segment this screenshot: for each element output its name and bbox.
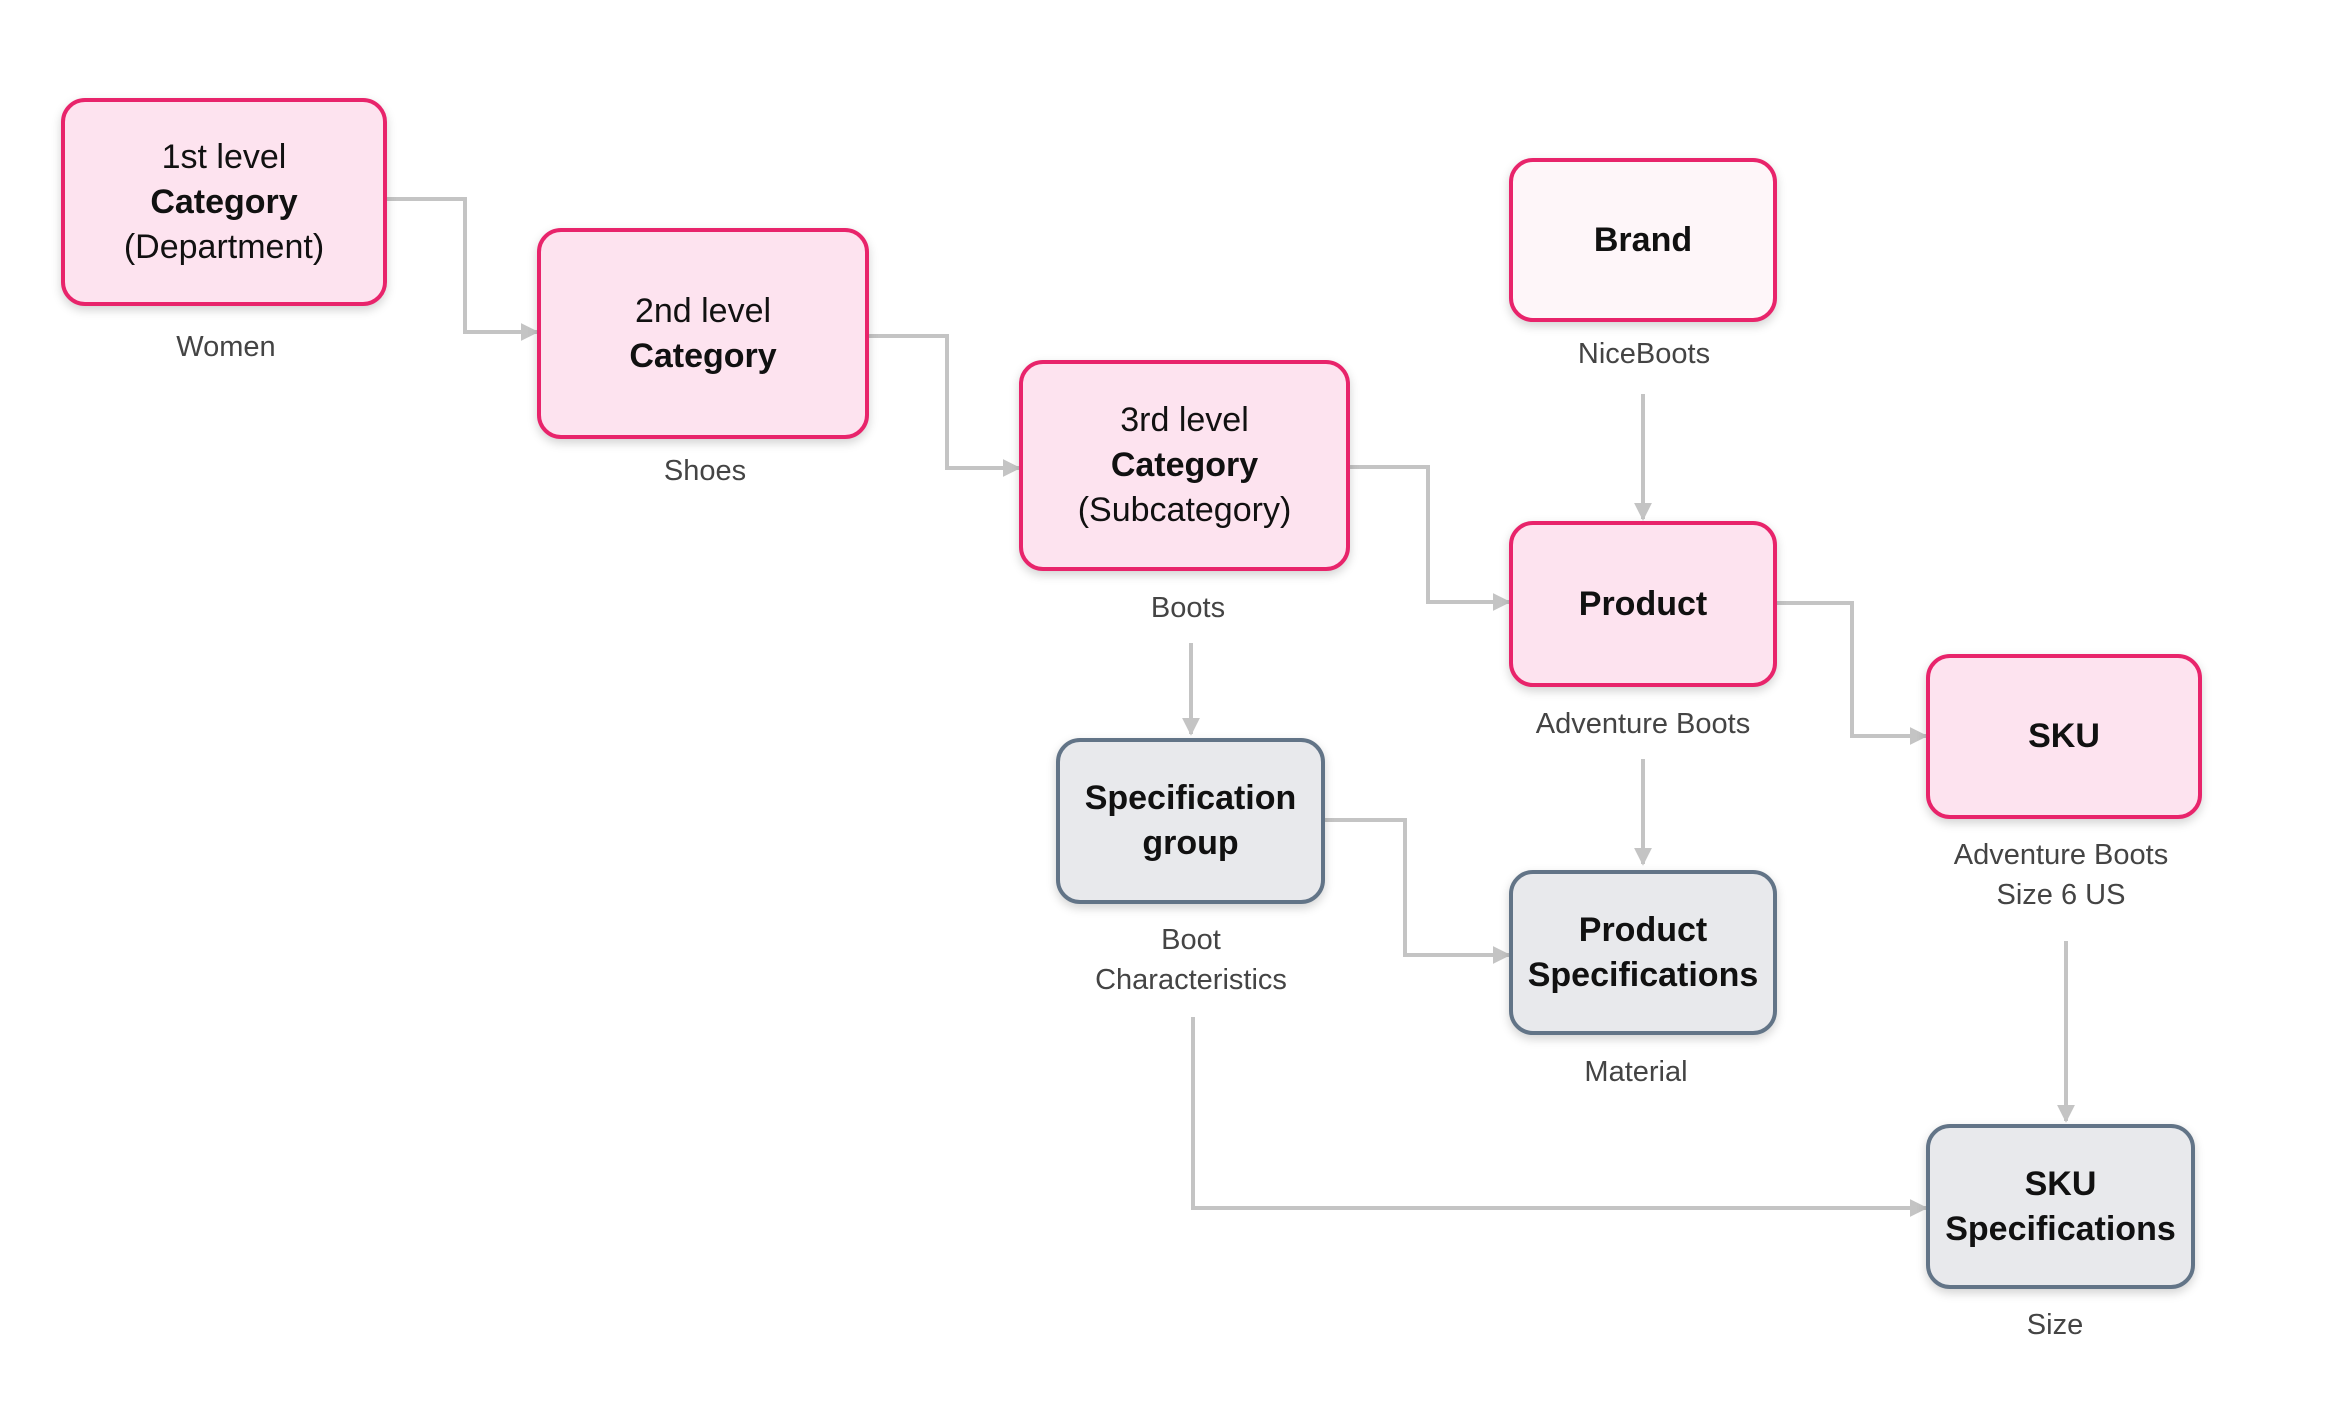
product-node: Product <box>1509 521 1777 687</box>
caption-line: Size 6 US <box>1996 879 2126 911</box>
specification-group-node: Specification group <box>1056 738 1325 904</box>
edge-product-to-sku <box>1776 601 1928 745</box>
category-level-2-node: 2nd level Category <box>537 228 869 439</box>
node-label-line: Product <box>1578 910 1708 949</box>
node-label-line: Category <box>1110 446 1259 484</box>
node-label-line: Specifications <box>1527 955 1759 994</box>
node-label-line: Brand <box>1593 220 1693 259</box>
sku-specifications-caption: Size <box>2026 1309 2084 1341</box>
brand-caption: NiceBoots <box>1577 338 1711 370</box>
product-specifications-node: Product Specifications <box>1509 870 1777 1035</box>
sku-caption: Adventure Boots Size 6 US <box>1891 835 2231 915</box>
node-label-line: Product <box>1578 584 1708 623</box>
edge-spec-group-to-product-specs <box>1323 818 1511 964</box>
node-label-line: (Subcategory) <box>1077 491 1292 529</box>
node-label-line: group <box>1142 824 1239 862</box>
node-label-line: 1st level <box>161 137 287 176</box>
specification-group-caption: Boot Characteristics <box>1021 920 1361 1000</box>
category-level-3-caption: Boots <box>1150 592 1226 624</box>
node-label-line: Category <box>629 336 777 375</box>
node-label-line: Category <box>150 182 298 221</box>
product-caption: Adventure Boots <box>1535 708 1751 740</box>
caption-line: Characteristics <box>1095 964 1287 996</box>
node-label-line: SKU <box>2028 717 2100 755</box>
brand-node: Brand <box>1509 158 1777 322</box>
sku-specifications-node: SKU Specifications <box>1926 1124 2195 1289</box>
edge-spec-group-to-sku-specs <box>1191 1017 1928 1217</box>
node-label-line: Specifications <box>1945 1209 2176 1248</box>
category-level-1-caption: Women <box>176 331 276 363</box>
node-label-line: (Department) <box>123 227 325 266</box>
edge-cat3-to-product <box>1350 465 1511 611</box>
node-label-line: 3rd level <box>1120 401 1249 439</box>
node-label-line: 2nd level <box>634 291 772 330</box>
caption-line: Adventure Boots <box>1953 839 2169 871</box>
category-level-3-node: 3rd level Category (Subcategory) <box>1019 360 1350 571</box>
category-level-1-node: 1st level Category (Department) <box>61 98 387 306</box>
category-level-2-caption: Shoes <box>663 455 747 487</box>
edge-cat2-to-cat3 <box>869 334 1021 477</box>
caption-line: Boot <box>1161 924 1221 956</box>
node-label-line: Specification <box>1084 779 1297 817</box>
sku-node: SKU <box>1926 654 2202 819</box>
product-specifications-caption: Material <box>1584 1056 1688 1088</box>
edge-cat1-to-cat2 <box>387 197 539 341</box>
node-label-line: SKU <box>2024 1164 2097 1203</box>
